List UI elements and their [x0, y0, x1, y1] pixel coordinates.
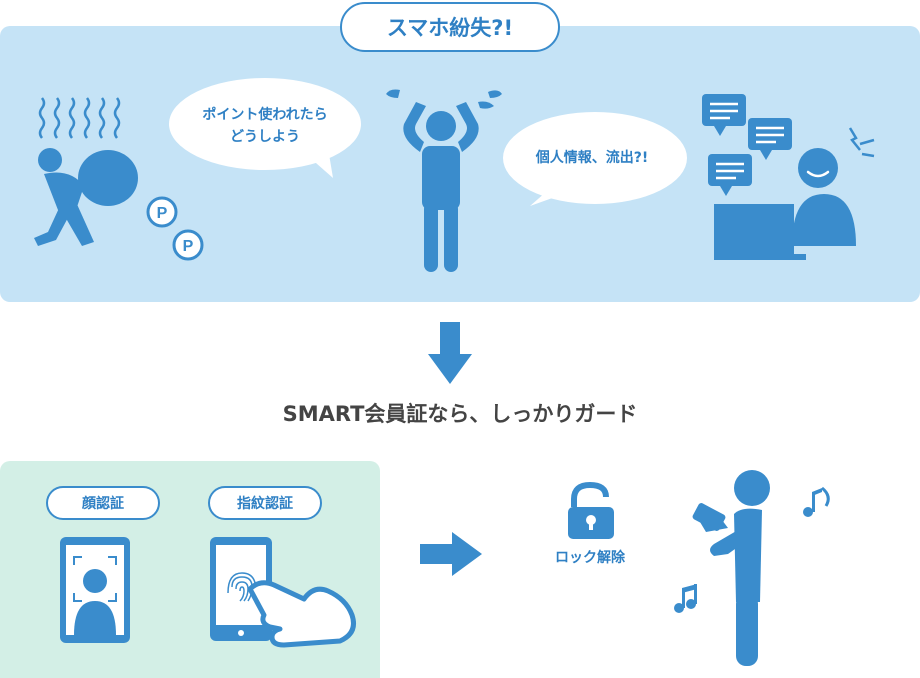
hand-icon: [247, 580, 356, 648]
speech-bubble-points: [169, 78, 361, 178]
fingerprint-auth-phone: [210, 537, 356, 648]
chat-bubble-icon: [708, 154, 752, 196]
happy-person-figure: [674, 470, 830, 666]
alert-spark-icon: [848, 127, 861, 151]
title-pill: スマホ紛失?!: [340, 2, 560, 52]
music-note-icon: [674, 584, 697, 613]
alert-spark-icon: [859, 138, 875, 158]
chat-bubble-icon: [748, 118, 792, 160]
unlock-label: ロック解除: [555, 550, 625, 566]
unlock-icon: [568, 481, 614, 539]
speech-bubble-leak: [503, 112, 687, 206]
sweat-drop-icon: [386, 89, 400, 98]
bubble-points-text: ポイント使われたら どうしよう: [202, 107, 328, 145]
sweat-drop-icon: [478, 101, 494, 109]
point-coin-icon: P: [172, 229, 204, 261]
bubble-leak-text: 個人情報、流出?!: [535, 150, 649, 166]
online-person-figure: [702, 94, 875, 260]
music-note-icon: [803, 486, 830, 517]
fingerprint-auth-label: 指紋認証: [208, 486, 322, 520]
panic-figure: [386, 89, 502, 272]
thief-figure: P P: [34, 97, 204, 261]
worry-lines-icon: [38, 97, 121, 139]
face-icon: [83, 569, 107, 593]
svg-text:P: P: [183, 238, 194, 255]
face-auth-label: 顔認証: [46, 486, 160, 520]
solution-caption: SMART会員証なら、しっかりガード: [282, 402, 638, 426]
sweat-drop-icon: [488, 90, 502, 98]
arrow-right-icon: [420, 532, 482, 576]
svg-text:P: P: [157, 205, 168, 222]
face-frame-icon: [73, 556, 117, 602]
face-auth-phone: [60, 537, 130, 643]
chat-bubble-icon: [702, 94, 746, 136]
arrow-down-icon: [428, 322, 472, 384]
point-coin-icon: P: [146, 196, 178, 228]
